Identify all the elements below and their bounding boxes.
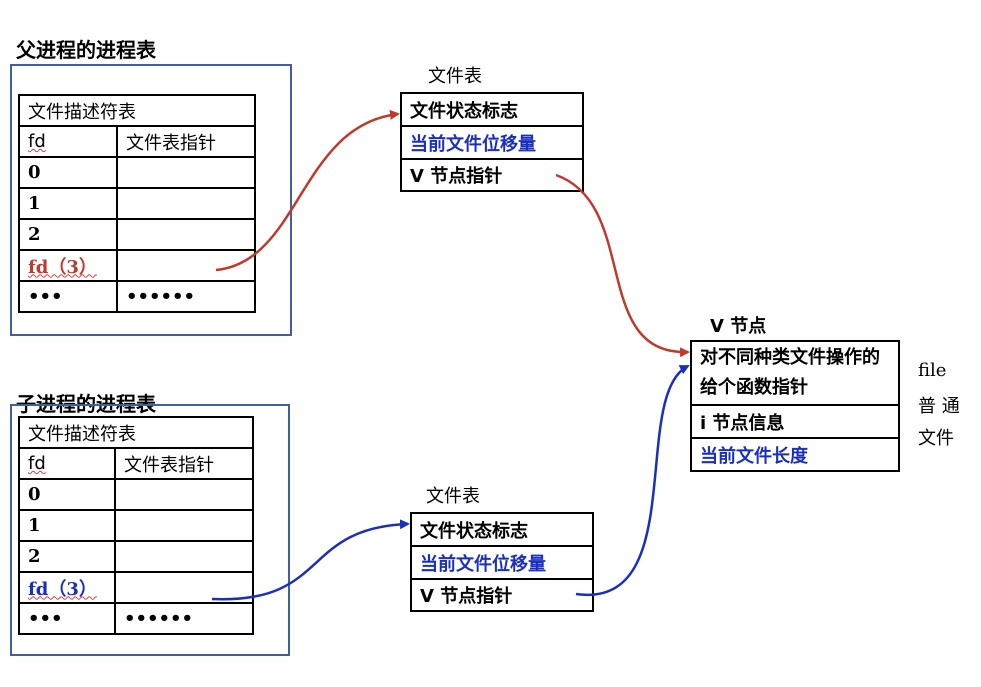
parent-ptr-cell xyxy=(116,218,256,251)
vnode-function-pointers: 对不同种类文件操作的给个函数指针 xyxy=(692,342,898,406)
parent-col-ptr: 文件表指针 xyxy=(116,125,256,158)
child-col-fd: fd xyxy=(18,447,116,480)
child-fd-to-file-table-arrow xyxy=(211,519,410,601)
file-table-top-title: 文件表 xyxy=(428,66,482,87)
current-offset: 当前文件位移量 xyxy=(402,127,582,160)
child-process-frame xyxy=(10,404,290,656)
child-col-ptr: 文件表指针 xyxy=(114,447,254,480)
current-offset: 当前文件位移量 xyxy=(412,547,592,580)
child-ptr-cell xyxy=(114,478,254,511)
parent-ptr-more: •••••• xyxy=(116,280,256,313)
file-status-flags: 文件状态标志 xyxy=(402,94,582,127)
parent-ptr-cell xyxy=(116,187,256,220)
parent-ptr-cell xyxy=(116,156,256,189)
parent-process-frame xyxy=(10,64,292,336)
child-fd-table-title: 文件描述符表 xyxy=(18,416,254,449)
vnode-title: V 节点 xyxy=(710,316,767,337)
child-fd-table: 文件描述符表 fd 文件表指针 0 1 2 fd（3） ••••••••• xyxy=(18,416,254,635)
child-fd-row-3: fd（3） xyxy=(18,571,116,604)
parent-process-title: 父进程的进程表 xyxy=(16,38,156,62)
parent-fd-row-1: 1 xyxy=(18,187,118,220)
file-note-line2: 普 通 xyxy=(918,396,960,417)
file-table-top: 文件状态标志 当前文件位移量 V 节点指针 xyxy=(400,92,584,192)
parent-fd-table: 文件描述符表 fd 文件表指针 0 1 2 fd（3） ••••••••• xyxy=(18,94,256,313)
parent-fd-row-more: ••• xyxy=(18,280,118,313)
child-ptr-cell xyxy=(114,540,254,573)
vnode-file-length: 当前文件长度 xyxy=(700,445,808,467)
vnode-pointer: V 节点指针 xyxy=(420,586,513,607)
parent-fd-row-2: 2 xyxy=(18,218,118,251)
vnode-box: 对不同种类文件操作的给个函数指针 i 节点信息 当前文件长度 xyxy=(690,340,900,472)
child-fd-row-2: 2 xyxy=(18,540,116,573)
parent-fd-row-3: fd（3） xyxy=(18,249,118,282)
vnode-inode-info: i 节点信息 xyxy=(692,406,898,439)
child-ptr-cell xyxy=(114,509,254,542)
file-table-bottom-title: 文件表 xyxy=(426,486,480,507)
top-file-table-to-vnode-arrow xyxy=(555,173,690,358)
parent-fd-to-file-table-arrow xyxy=(215,109,400,272)
child-fd-row-0: 0 xyxy=(18,478,116,511)
parent-fd-row-0: 0 xyxy=(18,156,118,189)
bottom-file-table-to-vnode-arrow xyxy=(575,364,690,597)
child-fd-row-more: ••• xyxy=(18,602,116,635)
file-status-flags: 文件状态标志 xyxy=(412,514,592,547)
child-ptr-more: •••••• xyxy=(114,602,254,635)
vnode-pointer: V 节点指针 xyxy=(410,166,503,187)
file-note-line1: file xyxy=(918,360,947,381)
parent-fd-table-title: 文件描述符表 xyxy=(18,94,256,127)
file-note-line3: 文件 xyxy=(918,428,954,449)
parent-col-fd: fd xyxy=(18,125,118,158)
file-table-bottom: 文件状态标志 当前文件位移量 V 节点指针 xyxy=(410,512,594,612)
child-fd-row-1: 1 xyxy=(18,509,116,542)
